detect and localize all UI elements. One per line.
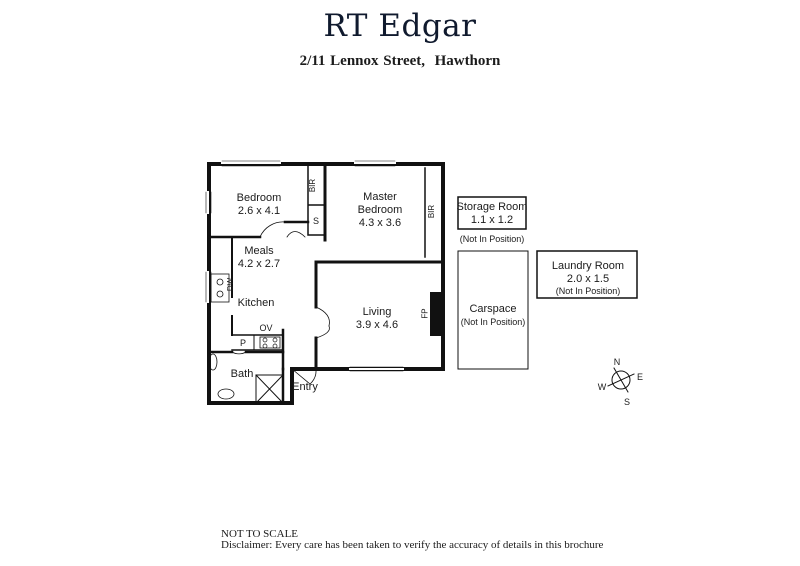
carspace xyxy=(457,250,529,370)
bir-label: BIR xyxy=(308,178,318,193)
room-bedroom: Bedroom 2.6 x 4.1 xyxy=(237,192,282,218)
room-name: Meals xyxy=(244,245,274,257)
address-suburb: Hawthorn xyxy=(434,53,501,69)
toilet xyxy=(217,388,235,400)
room-name: Storage Room xyxy=(456,201,528,213)
master-bir-label: BIR xyxy=(427,204,437,219)
room-name: Bedroom xyxy=(357,204,403,216)
carspace-note: (Not In Position) xyxy=(460,317,526,327)
brand-logo: RT Edgar xyxy=(323,8,477,44)
scale-note: NOT TO SCALE xyxy=(221,528,299,540)
laundry-room xyxy=(536,250,638,299)
room-dims: 2.6 x 4.1 xyxy=(237,205,281,217)
room-carspace: Carspace xyxy=(469,303,517,315)
compass-n: N xyxy=(613,357,621,367)
storage-room xyxy=(457,196,527,230)
address-street: 2/11 Lennox Street, xyxy=(299,53,426,69)
door-living-lower xyxy=(315,325,330,339)
room-name: Bedroom xyxy=(236,192,282,204)
door-living-upper xyxy=(315,306,330,327)
compass-icon xyxy=(607,367,635,393)
room-name: Living xyxy=(362,306,392,318)
dishwasher-label: DW xyxy=(226,277,236,292)
bedroom-wall xyxy=(207,220,310,239)
bir-column xyxy=(307,163,326,236)
storage-note: (Not In Position) xyxy=(459,234,525,244)
compass-e: E xyxy=(636,372,644,382)
pantry-label: P xyxy=(239,338,247,348)
oven-label: OV xyxy=(259,323,273,333)
room-dims: 4.3 x 3.6 xyxy=(358,217,402,229)
vanity xyxy=(208,353,218,371)
kitchen-sink xyxy=(210,273,230,303)
room-living: Living 3.9 x 4.6 xyxy=(356,306,398,332)
cooktop xyxy=(259,336,281,349)
property-address: 2/11 Lennox Street, Hawthorn xyxy=(0,53,800,70)
door-entry xyxy=(291,368,317,385)
room-dims: 4.2 x 2.7 xyxy=(237,258,281,270)
room-dims: 3.9 x 4.6 xyxy=(355,319,399,331)
fireplace-label: FP xyxy=(420,308,430,319)
shelf-label: S xyxy=(312,216,320,226)
room-dims: 2.0 x 1.5 xyxy=(566,273,610,285)
compass-s: S xyxy=(623,397,631,407)
room-meals: Meals 4.2 x 2.7 xyxy=(238,245,280,271)
room-dims: 1.1 x 1.2 xyxy=(470,214,514,226)
room-kitchen: Kitchen xyxy=(237,297,275,309)
disclaimer: Disclaimer: Every care has been taken to… xyxy=(221,539,604,551)
door-swing-bedroom xyxy=(259,221,286,238)
room-storage: Storage Room 1.1 x 1.2 xyxy=(457,201,528,227)
door-bath xyxy=(231,351,247,355)
laundry-note: (Not In Position) xyxy=(555,286,621,296)
room-laundry: Laundry Room 2.0 x 1.5 xyxy=(552,260,624,286)
door-meals xyxy=(286,231,306,238)
room-name: Master xyxy=(363,191,397,203)
room-name: Laundry Room xyxy=(551,260,625,272)
outer-wall xyxy=(207,162,445,371)
shower xyxy=(255,374,284,404)
room-bath: Bath xyxy=(230,368,254,380)
room-entry: Entry xyxy=(292,381,318,393)
compass-w: W xyxy=(597,382,607,392)
room-master-bedroom: Master Bedroom 4.3 x 3.6 xyxy=(358,191,403,230)
fireplace xyxy=(430,292,441,336)
